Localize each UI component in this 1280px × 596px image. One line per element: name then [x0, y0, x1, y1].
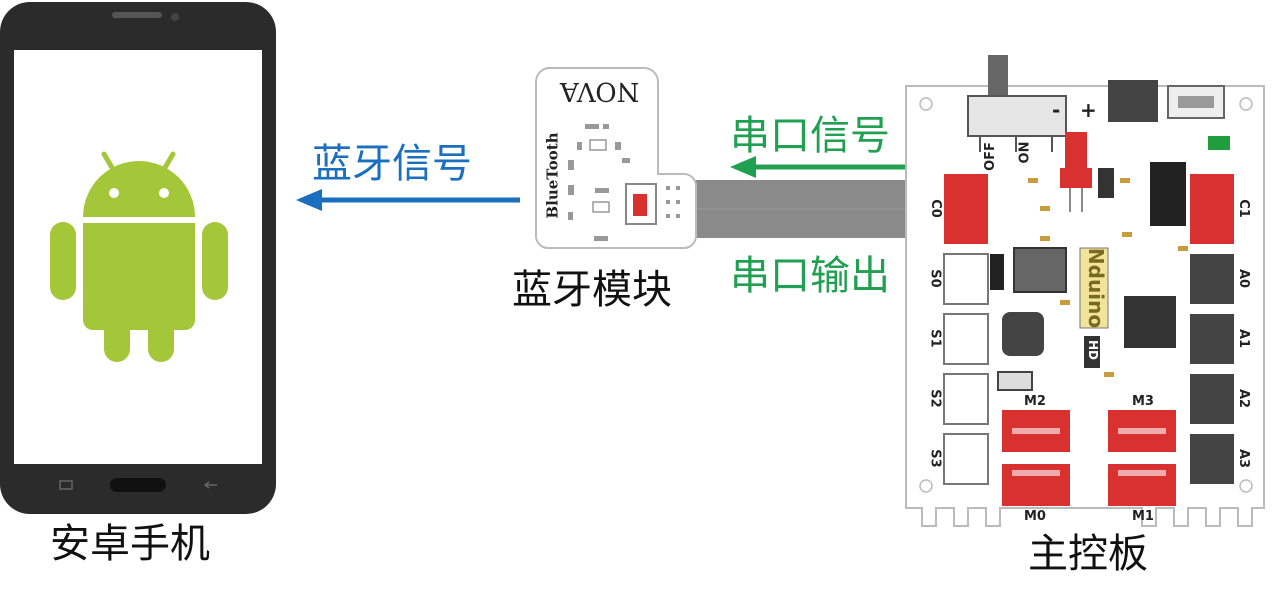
port-c0 [944, 174, 988, 244]
port-label-a0: A0 [1236, 268, 1252, 289]
port-c1 [1190, 174, 1234, 244]
power-switch [967, 95, 1067, 137]
port-a0 [1190, 254, 1234, 304]
port-label-a3: A3 [1236, 448, 1252, 469]
android-logo-icon [50, 151, 228, 362]
motor-label-m2: M2 [1024, 394, 1046, 409]
port-s2 [943, 373, 989, 425]
switch-lever [988, 55, 1008, 105]
bt-module-caption: 蓝牙模块 [512, 267, 672, 313]
mcu-chip [1124, 296, 1176, 348]
port-label-a2: A2 [1236, 388, 1252, 409]
bluetooth-signal-label: 蓝牙信号 [312, 141, 472, 187]
motor-label-m3: M3 [1132, 394, 1154, 409]
reset-button [997, 371, 1033, 391]
board-logo-text: Nduino [1084, 247, 1109, 329]
port-label-a1: A1 [1236, 328, 1252, 349]
port-label-s1: S1 [927, 329, 943, 348]
logo-plate [1079, 247, 1109, 329]
inductor [1002, 312, 1044, 356]
port-s1 [943, 313, 989, 365]
port-label-c0: C0 [927, 199, 943, 218]
serial-signal-arrow [730, 156, 906, 178]
port-a1 [1190, 314, 1234, 364]
serial-signal-label: 串口信号 [730, 113, 890, 159]
port-s3 [943, 433, 989, 485]
recent-apps-icon [59, 480, 73, 490]
home-button [110, 478, 166, 492]
board-caption: 主控板 [1028, 531, 1148, 577]
switch-off-label: OFF [982, 142, 998, 171]
back-icon [204, 481, 217, 489]
port-s0 [943, 253, 989, 305]
motor-label-m0: M0 [1024, 509, 1046, 524]
dc-jack [1108, 80, 1158, 122]
main-board [905, 55, 1265, 527]
port-label-c1: C1 [1235, 199, 1251, 218]
port-label-s2: S2 [927, 389, 943, 408]
bluetooth-module [534, 67, 697, 249]
minus-label: - [1052, 98, 1061, 122]
switch-on-label: ON [1017, 141, 1033, 164]
board-logo-suffix: HD [1086, 339, 1101, 361]
led [1208, 136, 1230, 150]
serial-output-label: 串口输出 [730, 253, 890, 299]
regulator [1013, 247, 1067, 293]
motor-label-m1: M1 [1132, 509, 1154, 524]
battery-connector [1065, 132, 1087, 170]
phone-caption: 安卓手机 [50, 521, 210, 567]
port-label-s3: S3 [927, 449, 943, 468]
port-label-s0: S0 [927, 269, 943, 288]
bt-brand-text: NOVA [560, 76, 640, 106]
plus-label: + [1080, 98, 1097, 122]
bluetooth-signal-arrow [296, 189, 520, 211]
bt-name-text: BlueTooth [543, 132, 562, 219]
chip-ic [1150, 162, 1186, 226]
port-a2 [1190, 374, 1234, 424]
capacitor [1098, 168, 1114, 198]
port-a3 [1190, 434, 1234, 484]
